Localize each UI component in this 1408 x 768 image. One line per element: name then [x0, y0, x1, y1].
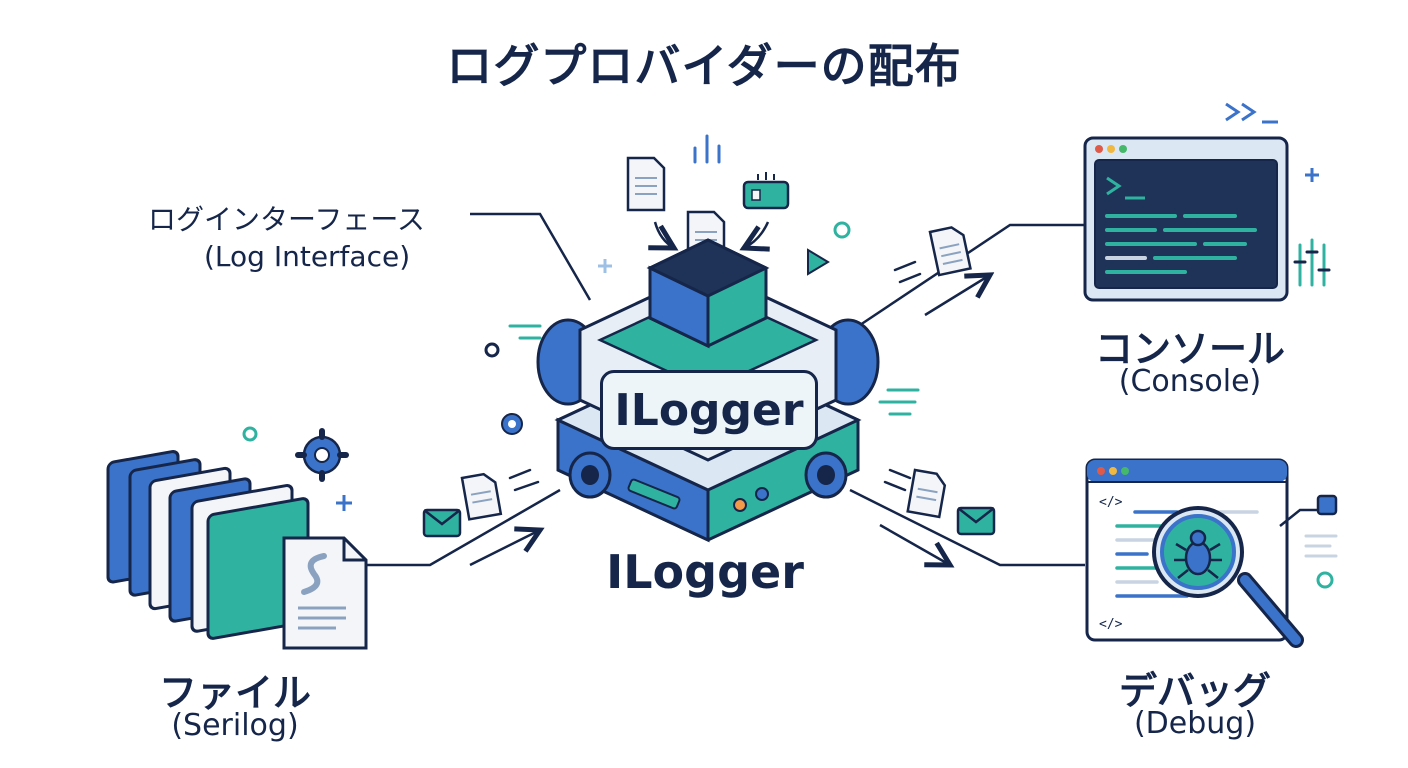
flow-arrow-debug [879, 523, 950, 565]
file-folders-icon [106, 450, 310, 640]
debug-leader [1279, 508, 1318, 527]
dot-icon [242, 426, 258, 442]
diagram-title: ログプロバイダーの配布 [446, 39, 962, 93]
device-icon [742, 172, 790, 210]
incoming-arrow-right [744, 221, 768, 248]
document-icon [460, 472, 503, 521]
document-icon [906, 468, 947, 519]
debug-label-en: (Debug) [1133, 706, 1257, 741]
interface-label-jp: ログインターフェース [148, 203, 425, 236]
file-label-jp: ファイル [158, 671, 311, 715]
plus-icon [1305, 168, 1319, 182]
connector-console [859, 223, 1085, 327]
dot-icon [484, 342, 500, 358]
plus-icon [336, 495, 352, 511]
prompt-icon [1225, 102, 1278, 124]
svg-text:</>: </> [1099, 495, 1123, 510]
ilogger-badge: ILogger [600, 370, 818, 450]
incoming-arrow-left [655, 221, 674, 248]
console-label-jp: コンソール [1094, 327, 1285, 371]
console-label-en: (Console) [1118, 364, 1262, 399]
connector-debug [849, 488, 1085, 567]
flow-arrow-file [469, 530, 540, 567]
file-label-en: (Serilog) [171, 708, 299, 743]
dot-icon [833, 221, 851, 239]
gear-icon [501, 413, 523, 435]
square-icon [1316, 494, 1338, 516]
serilog-document-icon [282, 536, 368, 650]
motion-lines [508, 260, 922, 492]
envelope-icon [956, 506, 996, 536]
envelope-icon [422, 508, 462, 538]
magnifier-bug-icon [1152, 506, 1304, 648]
equalizer-icon [1293, 238, 1331, 287]
plus-icon [598, 259, 612, 273]
document-icon [626, 156, 666, 212]
signal-bars-icon [693, 134, 721, 164]
debug-label-jp: デバッグ [1118, 669, 1271, 713]
flow-arrow-console [924, 275, 990, 317]
interface-label-en: (Log Interface) [204, 240, 411, 273]
document-icon [928, 226, 972, 277]
svg-text:</>: </> [1099, 617, 1123, 632]
gear-icon [295, 428, 349, 482]
dash-lines [508, 324, 920, 416]
text-lines-icon [1304, 534, 1338, 558]
dot-icon [1316, 571, 1334, 589]
interface-leader-line [470, 212, 592, 301]
connector-file [365, 488, 561, 567]
ilogger-caption: ILogger [606, 545, 804, 599]
play-icon [807, 248, 830, 276]
console-window [1083, 136, 1289, 302]
